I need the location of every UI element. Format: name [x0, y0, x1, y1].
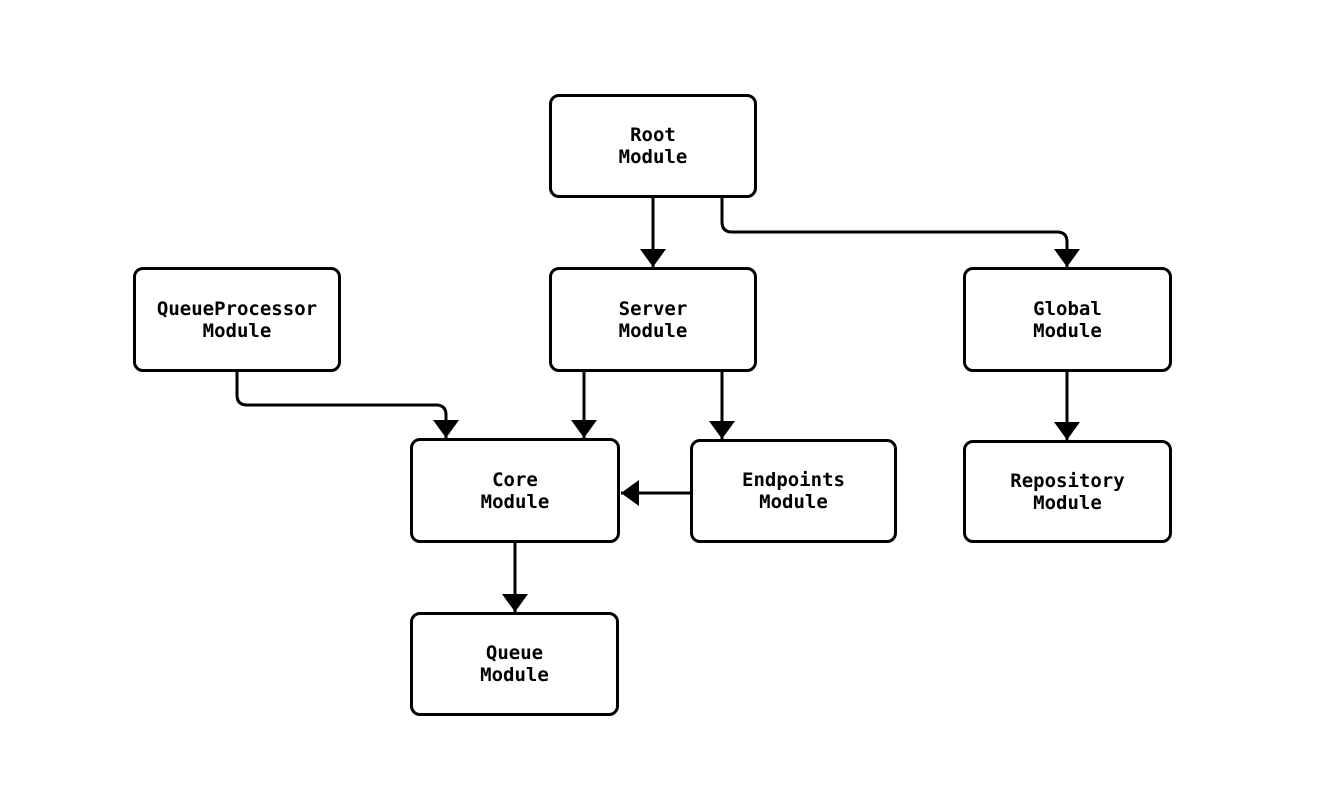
node-queueprocessor-label-line2: Module [202, 319, 272, 342]
node-server-label-line2: Module [618, 319, 688, 342]
edge-queueprocessor-to-core [235, 372, 459, 438]
node-endpoints-label-line2: Module [759, 491, 828, 513]
node-core-label-line1: Core [492, 468, 538, 491]
node-queueprocessor-label-line1: QueueProcessor [156, 297, 318, 320]
node-global-label-line1: Global [1033, 297, 1102, 320]
node-repository-label-line2: Module [1033, 491, 1102, 514]
node-global-label-line2: Module [1033, 319, 1102, 342]
node-root-label-line2: Module [618, 146, 688, 168]
node-endpoints-label-line1: Endpoints [742, 469, 845, 491]
node-root-label-line1: Root [630, 124, 676, 146]
node-queue-label-line2: Module [480, 664, 549, 686]
node-server-label-line1: Server [618, 297, 688, 320]
node-repository-label-line1: Repository [1010, 469, 1125, 492]
node-core-label-line2: Module [480, 490, 550, 513]
edge-group [235, 198, 1080, 612]
edge-root-to-global [720, 198, 1080, 267]
node-queue-label-line1: Queue [485, 642, 544, 664]
